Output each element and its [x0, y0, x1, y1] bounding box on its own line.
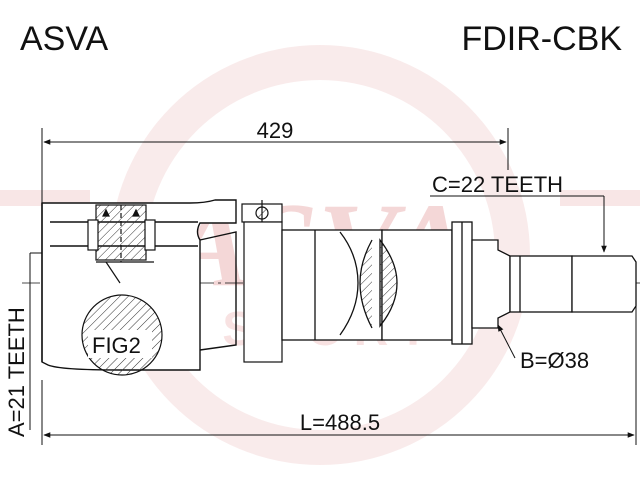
- overall-length-label: L=488.5: [300, 410, 380, 435]
- drive-shaft: [281, 221, 637, 345]
- figure-2-detail: [81, 294, 163, 376]
- dimension-429: [41, 128, 509, 205]
- dimension-outer-teeth: [430, 195, 607, 253]
- dimension-overall-length: [41, 290, 637, 445]
- dimension-429-label: 429: [257, 118, 294, 143]
- inner-teeth-label: A=21 TEETH: [4, 307, 29, 437]
- diameter-label: B=Ø38: [520, 348, 589, 373]
- outer-teeth-label: C=22 TEETH: [432, 172, 563, 197]
- brand-title: ASVA: [20, 20, 109, 58]
- tripod-bearing: [87, 204, 156, 284]
- dimension-diameter: [497, 324, 516, 359]
- figure-2-label: FIG2: [92, 333, 141, 358]
- spider-pin: [241, 200, 283, 363]
- part-number: FDIR-CBK: [461, 20, 622, 58]
